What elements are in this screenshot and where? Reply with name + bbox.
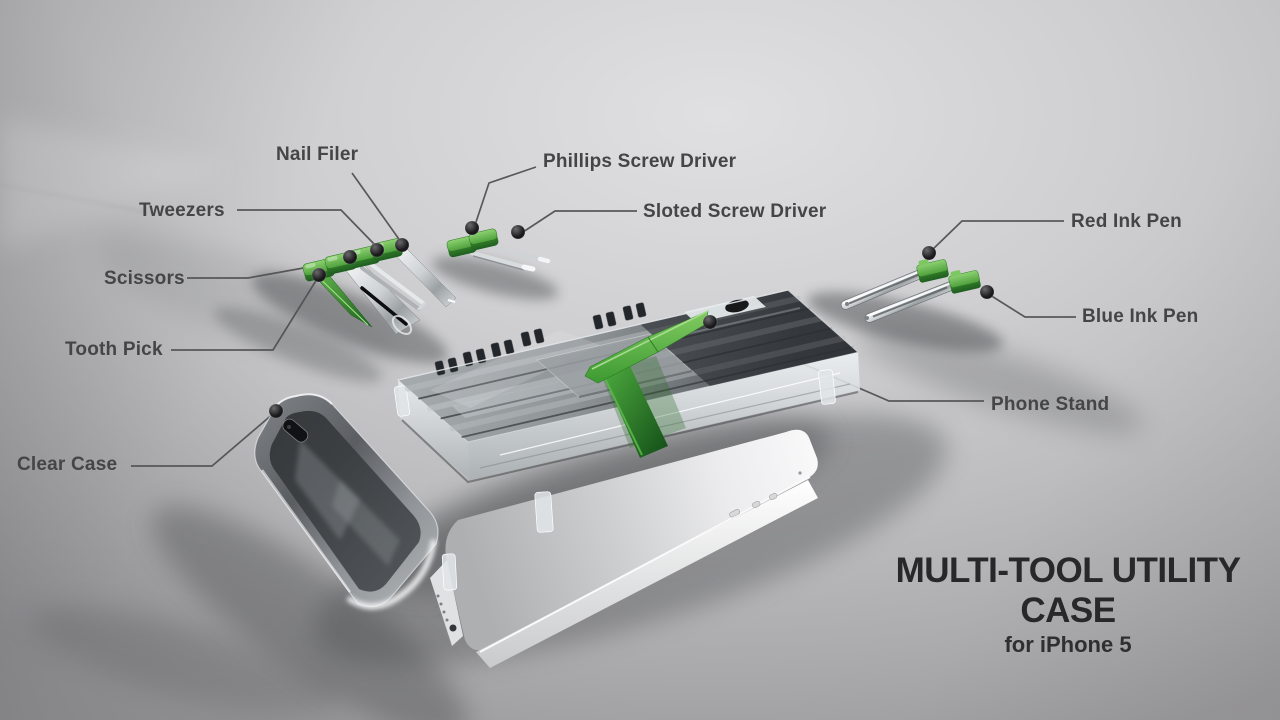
label-tooth-pick: Tooth Pick bbox=[65, 339, 163, 360]
tray-feet bbox=[394, 369, 836, 591]
case-camera-slot bbox=[282, 418, 309, 443]
backdrop-creases bbox=[0, 118, 230, 250]
stand-leg-highlight bbox=[601, 371, 643, 456]
callout-dot-phillips bbox=[464, 220, 480, 236]
callout-dot-scissors bbox=[342, 249, 358, 265]
callout-line-tooth-pick bbox=[171, 278, 318, 351]
label-clear-case: Clear Case bbox=[17, 454, 118, 475]
label-blue-ink-pen: Blue Ink Pen bbox=[1082, 306, 1199, 327]
iphone-end-face bbox=[430, 560, 463, 646]
tray-band-streak2 bbox=[479, 383, 851, 469]
iphone-render bbox=[430, 429, 818, 668]
callout-dot-nail-filer bbox=[394, 237, 410, 253]
callout-line-blue-pen bbox=[989, 294, 1076, 318]
callout-dot-blue-pen bbox=[979, 284, 995, 300]
callout-dot-clear-case bbox=[268, 403, 284, 419]
stand-arm-detail bbox=[647, 336, 659, 353]
label-tweezers: Tweezers bbox=[139, 200, 225, 221]
clear-case-render bbox=[254, 393, 439, 610]
iphone-side-face bbox=[476, 480, 818, 668]
case-left-rim bbox=[260, 469, 352, 593]
blue-ink-pen-render bbox=[864, 270, 981, 323]
case-camera-glint bbox=[287, 425, 291, 429]
iphone-side-buttons bbox=[729, 493, 778, 518]
phillips-screwdriver bbox=[446, 235, 536, 272]
pens-render bbox=[840, 259, 981, 323]
product-title: MULTI-TOOL UTILITY CASE bbox=[895, 551, 1241, 630]
tray-band-streak bbox=[499, 372, 841, 456]
callout-line-nail-filer bbox=[351, 172, 402, 243]
tray-tool-clamps bbox=[434, 302, 647, 376]
callout-line-phillips bbox=[472, 166, 537, 232]
nail-filer-tip bbox=[447, 299, 456, 303]
stand-leg bbox=[602, 362, 668, 458]
label-scissors: Scissors bbox=[104, 268, 185, 289]
case-inner-sheen2 bbox=[332, 480, 400, 566]
red-ink-pen-render bbox=[840, 259, 949, 310]
screwdrivers-render bbox=[446, 228, 551, 272]
callout-dot-tweezers bbox=[369, 242, 385, 258]
label-phone-stand: Phone Stand bbox=[991, 394, 1110, 415]
tray-band-bottom-edge bbox=[401, 391, 859, 484]
scissors-slot bbox=[360, 286, 408, 326]
callout-dot-sloted bbox=[510, 224, 526, 240]
label-sloted-screw-driver: Sloted Screw Driver bbox=[643, 201, 827, 222]
label-phillips-screw-driver: Phillips Screw Driver bbox=[543, 151, 737, 172]
tray-right-edge bbox=[787, 289, 859, 353]
tweezers-prongs bbox=[360, 260, 426, 311]
label-nail-filer: Nail Filer bbox=[276, 144, 359, 165]
product-subtitle: for iPhone 5 bbox=[1004, 632, 1132, 657]
callout-dot-tooth-pick bbox=[311, 267, 327, 283]
iphone-headphone-jack bbox=[449, 624, 457, 632]
stand-arm bbox=[584, 310, 709, 384]
phone-stand-tool-render bbox=[584, 310, 709, 458]
iphone-speaker-holes bbox=[431, 594, 449, 622]
case-bottom-rim bbox=[346, 539, 437, 610]
tray-far-edge bbox=[397, 289, 789, 381]
callout-dots bbox=[268, 220, 995, 419]
iphone-top-face bbox=[445, 429, 818, 651]
iphone-mute-switch bbox=[798, 471, 802, 475]
callout-dot-phone-stand bbox=[702, 314, 718, 330]
tray-front-band-left bbox=[398, 380, 470, 480]
callout-line-tweezers bbox=[237, 209, 377, 247]
tray-sheen2 bbox=[430, 330, 600, 408]
callout-lines bbox=[131, 166, 1076, 467]
callout-dot-red-pen bbox=[921, 245, 937, 261]
title-block: MULTI-TOOL UTILITY CASE for iPhone 5 bbox=[868, 551, 1268, 658]
scissors-loop bbox=[391, 315, 413, 335]
sloted-screwdriver bbox=[468, 228, 551, 264]
callout-line-sloted bbox=[519, 210, 637, 235]
label-red-ink-pen: Red Ink Pen bbox=[1071, 211, 1182, 232]
case-top-highlight bbox=[275, 393, 333, 407]
callout-line-clear-case bbox=[131, 412, 275, 467]
callout-line-red-pen bbox=[930, 220, 1064, 252]
